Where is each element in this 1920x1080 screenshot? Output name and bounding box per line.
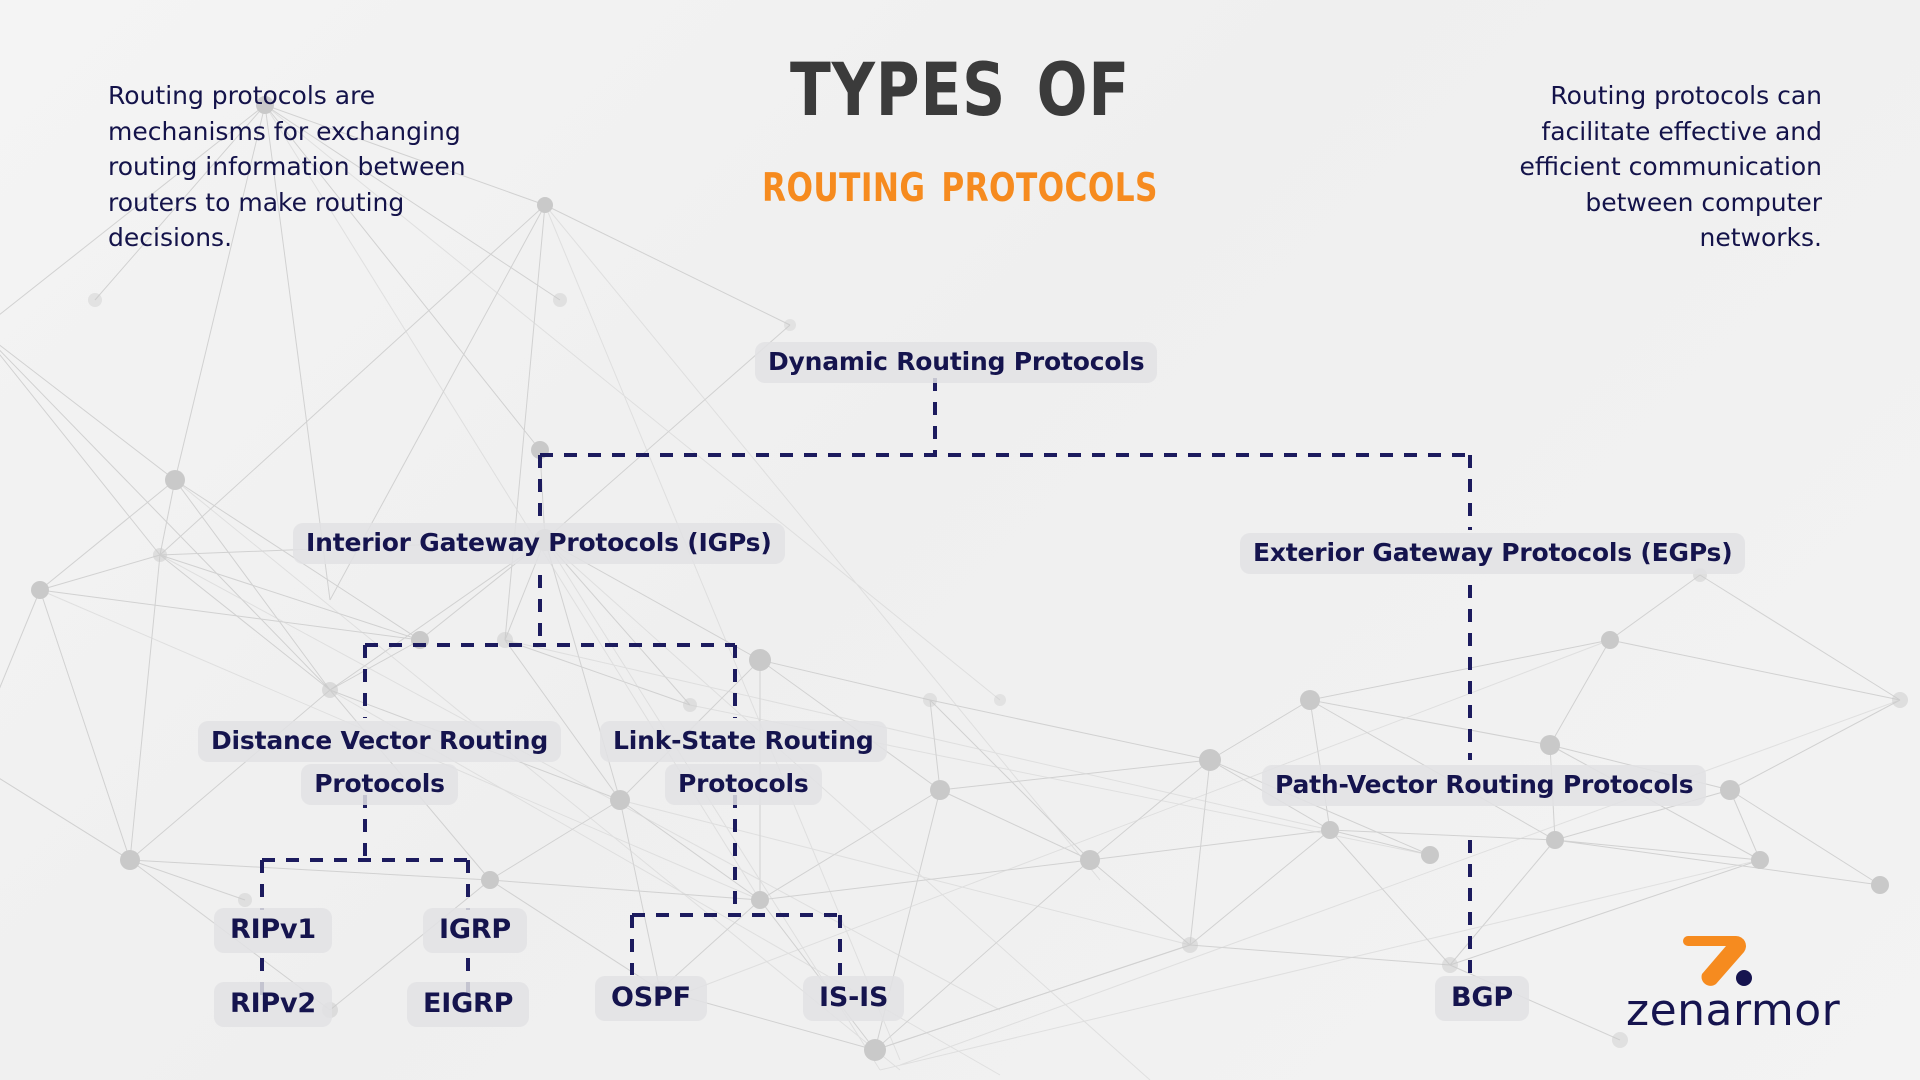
node-label: IGRP (423, 908, 527, 953)
node-interior-gateway-protocols[interactable]: Interior Gateway Protocols (IGPs) (293, 523, 785, 564)
node-ripv1[interactable]: RIPv1 (214, 908, 333, 953)
node-label: RIPv1 (214, 908, 333, 953)
node-distance-vector-routing-protocols[interactable]: Distance Vector Routing Protocols (198, 721, 562, 805)
node-label-line1: Link-State Routing (600, 721, 887, 762)
node-ripv2[interactable]: RIPv2 (214, 982, 333, 1027)
zenarmor-mark-icon (1683, 936, 1752, 986)
node-label: Dynamic Routing Protocols (755, 342, 1158, 383)
node-label: Interior Gateway Protocols (IGPs) (293, 523, 785, 564)
node-exterior-gateway-protocols[interactable]: Exterior Gateway Protocols (EGPs) (1240, 533, 1746, 574)
node-label-line2: Protocols (664, 764, 822, 805)
zenarmor-wordmark: zenarmor (1626, 985, 1841, 1036)
node-label: EIGRP (407, 982, 530, 1027)
node-ospf[interactable]: OSPF (595, 976, 707, 1021)
node-label: OSPF (595, 976, 707, 1021)
node-label: BGP (1435, 976, 1529, 1021)
node-bgp[interactable]: BGP (1435, 976, 1529, 1021)
node-igrp[interactable]: IGRP (423, 908, 527, 953)
node-link-state-routing-protocols[interactable]: Link-State Routing Protocols (600, 721, 887, 805)
node-dynamic-routing-protocols[interactable]: Dynamic Routing Protocols (755, 342, 1158, 383)
node-path-vector-routing-protocols[interactable]: Path-Vector Routing Protocols (1262, 765, 1707, 806)
node-label: Exterior Gateway Protocols (EGPs) (1240, 533, 1746, 574)
intro-text-left: Routing protocols are mechanisms for exc… (108, 81, 466, 252)
node-label-line2: Protocols (301, 764, 458, 805)
node-label: RIPv2 (214, 982, 333, 1027)
node-eigrp[interactable]: EIGRP (407, 982, 530, 1027)
node-label: IS-IS (803, 976, 905, 1021)
zenarmor-logo[interactable]: zenarmor (1626, 932, 1862, 1036)
node-label: Path-Vector Routing Protocols (1262, 765, 1707, 806)
intro-text-right: Routing protocols can facilitate effecti… (1519, 81, 1822, 252)
node-is-is[interactable]: IS-IS (803, 976, 905, 1021)
node-label-line1: Distance Vector Routing (198, 721, 562, 762)
